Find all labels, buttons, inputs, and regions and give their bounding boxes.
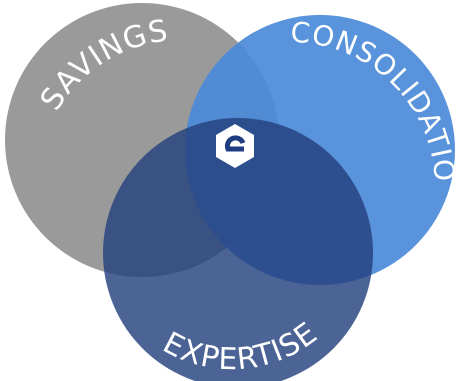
logo-e-shape	[224, 135, 246, 152]
expertise-circle	[103, 118, 373, 381]
hexagon-e-logo-icon	[216, 124, 254, 168]
logo-hexagon-shape	[216, 124, 254, 168]
